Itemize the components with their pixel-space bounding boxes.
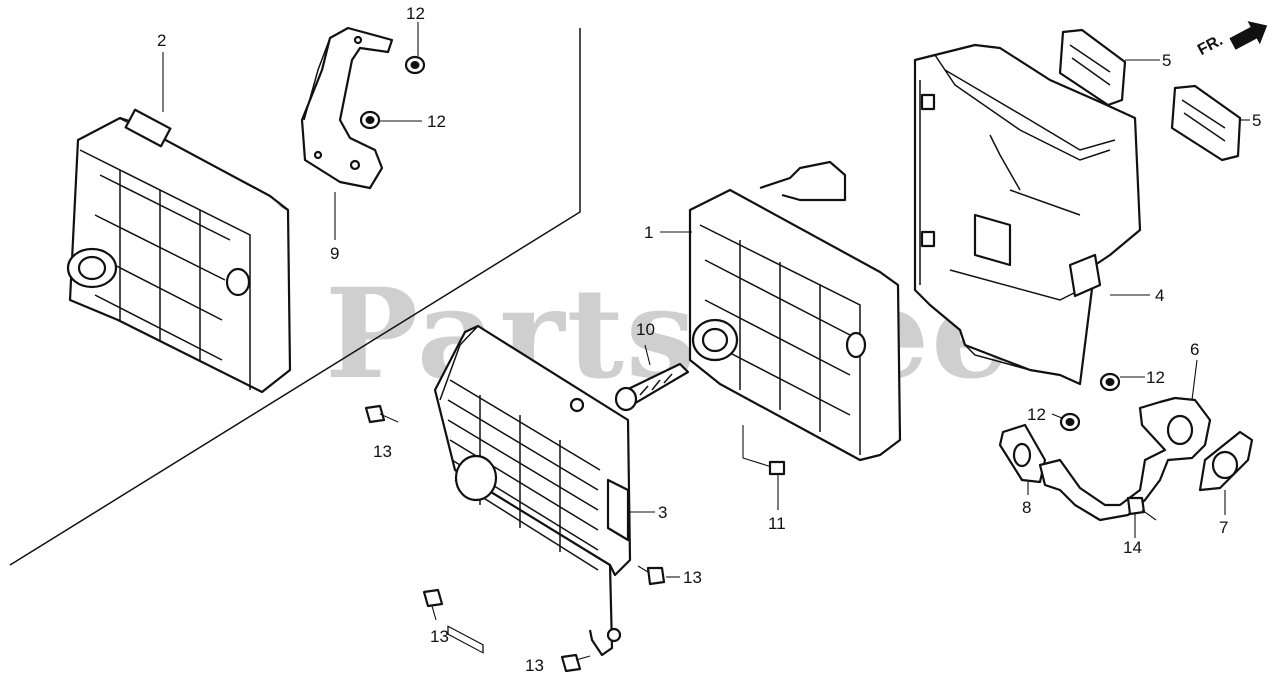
callout-13: 13 — [430, 627, 449, 646]
gasket-part-7 — [1198, 430, 1254, 492]
callout-7: 7 — [1219, 518, 1229, 537]
bolt-13-bottom — [560, 653, 591, 673]
bolt-13-left — [364, 404, 399, 424]
callout-13: 13 — [525, 656, 544, 675]
callout-1: 1 — [644, 223, 654, 242]
callout-6: 6 — [1190, 340, 1200, 359]
muffler-part-2 — [66, 108, 292, 394]
section-divider-line — [9, 28, 581, 566]
callout-4: 4 — [1155, 286, 1165, 305]
plate-part-5-lower — [1170, 84, 1242, 162]
callout-12: 12 — [427, 112, 446, 131]
bolt-13-bottom-left — [422, 588, 444, 621]
nut-12-right-upper — [1099, 372, 1121, 392]
bolt-part-14 — [1126, 496, 1157, 521]
muffler-protector-part-3 — [433, 324, 632, 657]
bolt-13-right — [637, 565, 666, 586]
callout-5: 5 — [1162, 51, 1172, 70]
callout-13: 13 — [373, 442, 392, 461]
callout-3: 3 — [658, 503, 668, 522]
nut-12-right-lower — [1059, 412, 1081, 432]
callout-10: 10 — [636, 320, 655, 339]
callout-12: 12 — [406, 4, 425, 23]
plate-part-5-upper — [1058, 28, 1127, 107]
muffler-cover-part-4 — [913, 43, 1142, 386]
callout-14: 14 — [1123, 538, 1142, 557]
protector-grille-slots — [447, 625, 484, 654]
callout-12: 12 — [1027, 405, 1046, 424]
nut-12-upper — [404, 55, 426, 75]
bracket-part-9 — [300, 26, 394, 190]
screw-part-11 — [742, 425, 786, 476]
callout-9: 9 — [330, 244, 340, 263]
tail-pipe-part-10 — [614, 362, 690, 412]
exhaust-pipe-part-6 — [1038, 396, 1212, 522]
callout-11: 11 — [768, 514, 786, 533]
callout-13: 13 — [683, 568, 702, 587]
nut-12-middle — [359, 110, 381, 130]
front-direction-arrow — [1229, 21, 1268, 50]
callout-5: 5 — [1252, 111, 1262, 130]
callout-8: 8 — [1022, 498, 1032, 517]
callout-12: 12 — [1146, 368, 1165, 387]
callout-2: 2 — [157, 31, 167, 50]
muffler-part-1 — [688, 160, 902, 462]
gasket-part-8 — [998, 423, 1047, 484]
